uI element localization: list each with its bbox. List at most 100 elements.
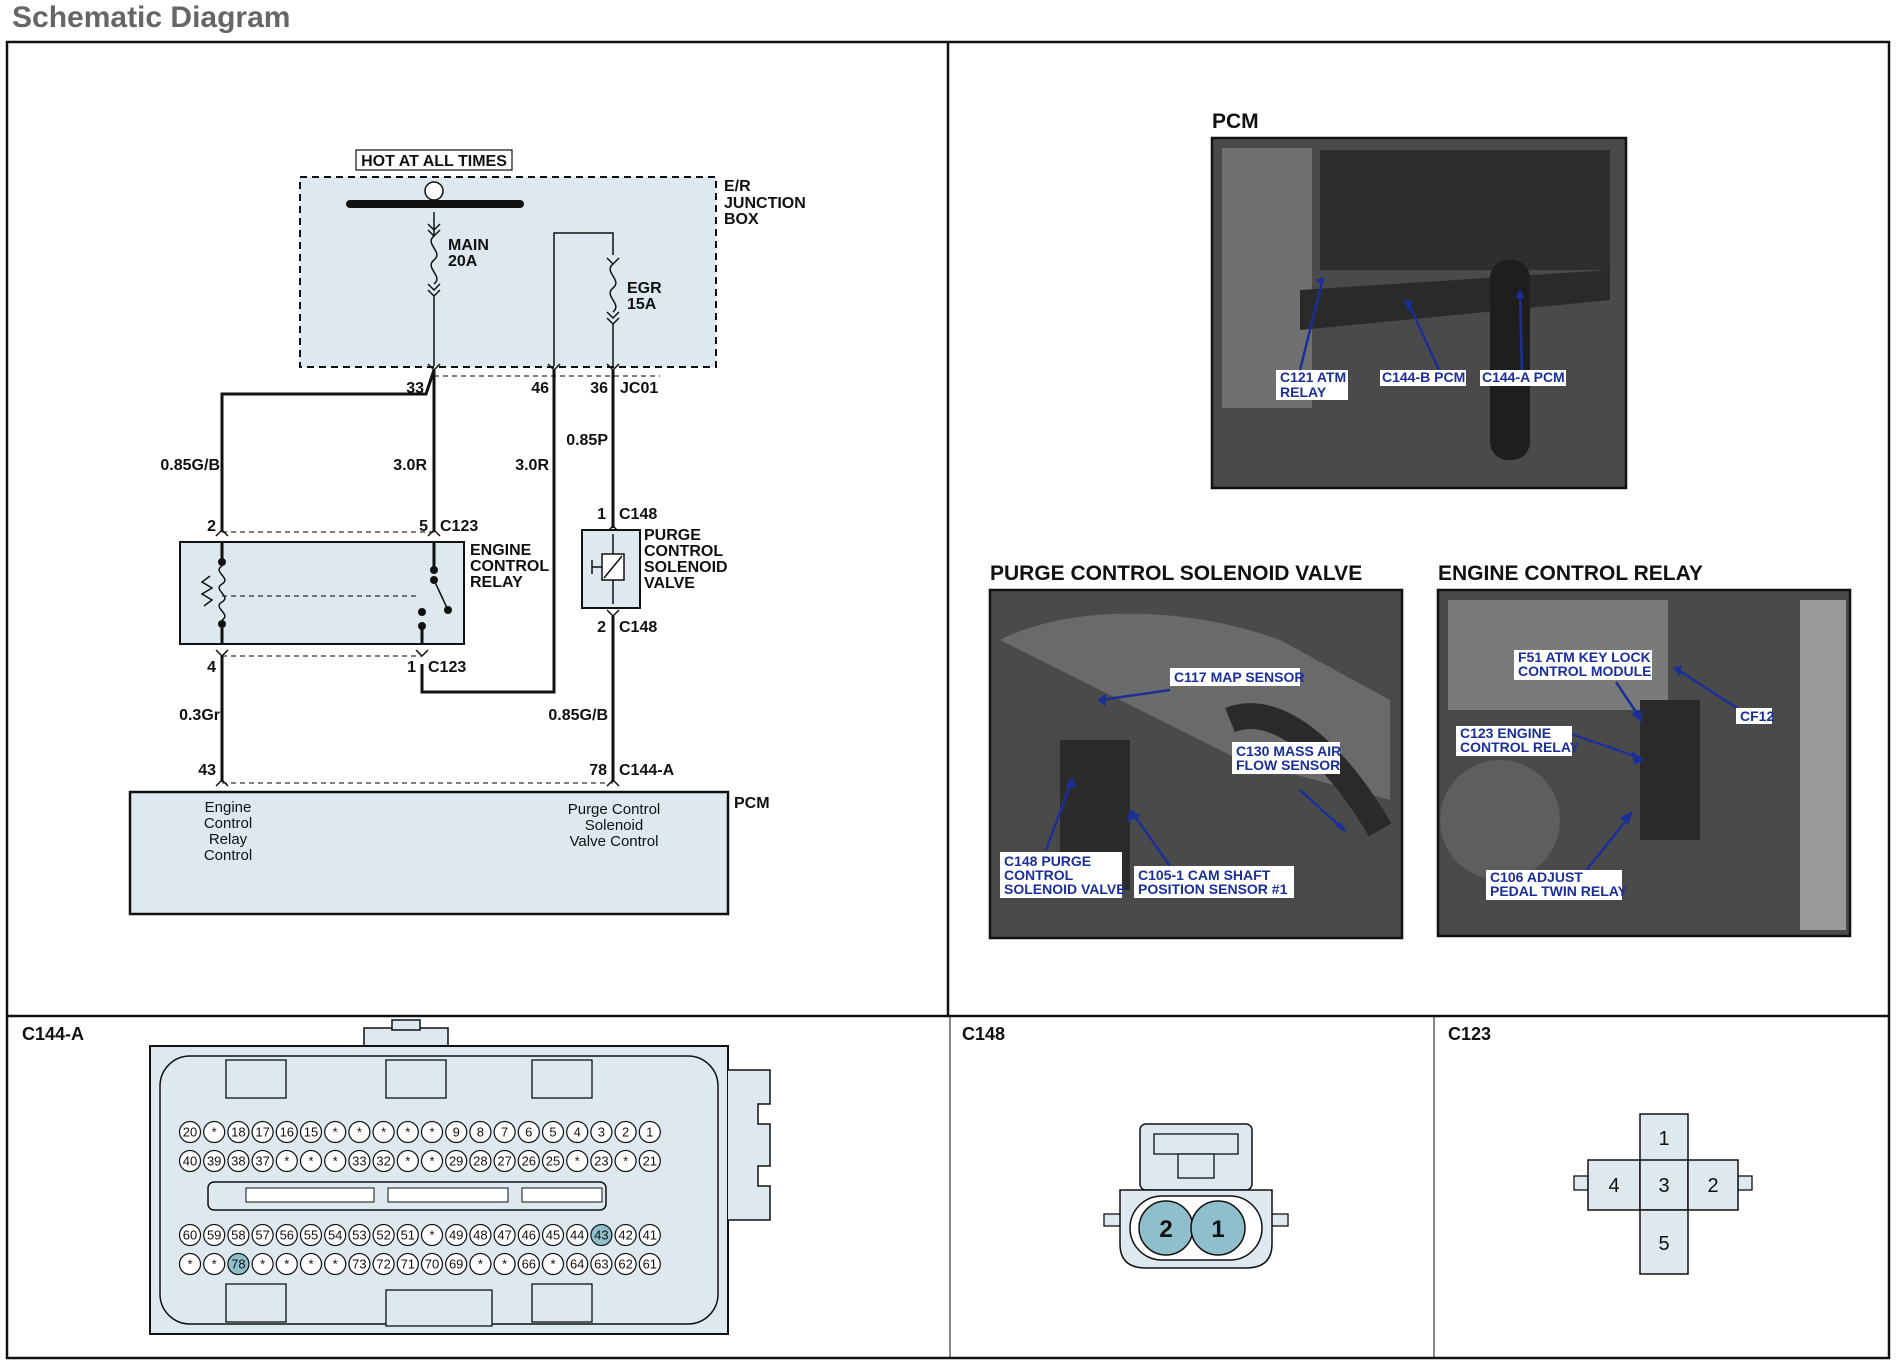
c144a-pin-circle <box>590 1120 613 1144</box>
c144a-pin-circle <box>469 1120 492 1144</box>
c144a-pin-circle <box>227 1223 250 1247</box>
purge-solenoid-valve: 1 C148 PURGE CONTROL SOLENOID VALVE 2 C1… <box>581 506 728 636</box>
c144a-pin-circle <box>275 1252 298 1276</box>
junction-box-line-2: JUNCTION <box>724 195 806 212</box>
c144a-pin-label: * <box>308 1257 313 1272</box>
c144a-pin-label: * <box>308 1154 313 1169</box>
c144a-pin-label: 53 <box>352 1228 366 1243</box>
c144a-pin-circle <box>445 1223 468 1247</box>
pcm-right-line-2: Solenoid <box>585 817 643 834</box>
c144a-pin-label: 18 <box>231 1125 245 1140</box>
callout-c117-map: C117 MAP SENSOR <box>1174 669 1304 685</box>
pcm-left-line-3: Relay <box>209 831 248 848</box>
c123-bottom-label: C123 <box>428 659 466 676</box>
c144a-pin-circle <box>493 1149 516 1173</box>
c144a-pin-circle <box>420 1223 444 1247</box>
c144a-pin-circle <box>493 1120 516 1144</box>
wire-30r-label-b: 3.0R <box>515 457 549 474</box>
c144a-pin-label: 58 <box>231 1228 245 1243</box>
c144a-pin-circle <box>372 1252 395 1276</box>
c144a-pin-label: 5 <box>549 1125 556 1140</box>
jc01-label: JC01 <box>620 380 658 397</box>
c144a-pin-circle <box>178 1120 202 1144</box>
purge-label-line-1: PURGE <box>644 527 701 544</box>
c148-top-label: C148 <box>619 506 657 523</box>
callout-f51-line-1: F51 ATM KEY LOCK <box>1518 649 1651 665</box>
c144a-pin-circle <box>203 1223 226 1247</box>
pcm-pin-43: 43 <box>198 762 216 779</box>
c144a-pin-label: 63 <box>594 1257 608 1272</box>
pcm-right-line-1: Purge Control <box>568 801 661 818</box>
c144a-pin-circle <box>275 1149 298 1173</box>
wire-085p-label: 0.85P <box>566 432 608 449</box>
c144a-pin-circle <box>178 1149 202 1173</box>
c144a-pin-circle <box>566 1120 589 1144</box>
junction-box-label: E/R JUNCTION BOX <box>724 178 806 228</box>
c144a-pin-label: 60 <box>183 1228 197 1243</box>
c144a-pin-label: 37 <box>255 1154 269 1169</box>
c144a-pin-label: * <box>357 1125 362 1140</box>
callout-f51-line-2: CONTROL MODULE <box>1518 663 1652 679</box>
c144a-pin-label: 2 <box>622 1125 629 1140</box>
c144a-pin-label: 27 <box>497 1154 511 1169</box>
egr-fuse-rating: 15A <box>627 296 657 313</box>
pin-46-label: 46 <box>531 380 549 397</box>
c144a-pin-circle <box>469 1149 492 1173</box>
c148-title: C148 <box>962 1024 1005 1044</box>
egr-fuse: EGR 15A <box>553 232 662 366</box>
callout-c121-relay: RELAY <box>1280 384 1327 400</box>
c144a-pin-circle <box>299 1223 323 1247</box>
c144a-pin-label: 23 <box>594 1154 608 1169</box>
c144a-pin-label: * <box>333 1257 338 1272</box>
c144a-pin-circle <box>638 1223 661 1247</box>
c144a-pin-circle <box>372 1120 395 1144</box>
c144a-pin-label: * <box>623 1154 628 1169</box>
c144a-pin-circle <box>614 1120 637 1144</box>
c144a-pin-circle <box>178 1223 202 1247</box>
c144a-pin-label: 41 <box>643 1228 657 1243</box>
c144a-pin-circle <box>299 1149 323 1173</box>
c144a-pin-circle <box>590 1149 613 1173</box>
pcm-right-line-3: Valve Control <box>570 833 659 850</box>
c148-pin-1-label: 1 <box>1211 1216 1224 1243</box>
callout-c148-line-1: C148 PURGE <box>1004 853 1091 869</box>
callout-c123-line-1: C123 ENGINE <box>1460 725 1551 741</box>
battery-terminal <box>424 181 444 201</box>
callout-c106-line-2: PEDAL TWIN RELAY <box>1490 883 1628 899</box>
c144a-pin-label: 17 <box>255 1125 269 1140</box>
connector-c123: C123 1 4 3 2 5 <box>1448 1024 1753 1275</box>
c144a-pin-label: 70 <box>425 1257 439 1272</box>
junction-box-line-3: BOX <box>724 211 759 228</box>
c144a-pin-circle <box>614 1223 637 1247</box>
c144a-pin-circle <box>469 1223 492 1247</box>
c144a-pin-label: 4 <box>574 1125 581 1140</box>
c144a-pin-label: 62 <box>618 1257 632 1272</box>
c144a-pin-circle <box>348 1252 371 1276</box>
c144a-pin-circle <box>469 1252 492 1276</box>
c144a-pin-circle <box>541 1252 565 1276</box>
c144a-pin-label: * <box>284 1257 289 1272</box>
c144a-pin-label: 42 <box>618 1228 632 1243</box>
c144a-pin-label: * <box>502 1257 507 1272</box>
c148-pin-1-shape <box>1190 1200 1246 1256</box>
photo-relay-title: ENGINE CONTROL RELAY <box>1438 562 1703 585</box>
c144a-pin-circle <box>517 1252 540 1276</box>
c144a-pin-label: 57 <box>255 1228 269 1243</box>
hot-label-box <box>355 149 513 171</box>
c144a-pin-label: 1 <box>646 1125 653 1140</box>
c144a-pin-label: 47 <box>497 1228 511 1243</box>
c148-pin-1: 1 <box>597 506 606 523</box>
page-title: Schematic Diagram <box>12 1 290 34</box>
c144a-pin-circle <box>566 1223 589 1247</box>
callout-c105-line-2: POSITION SENSOR #1 <box>1138 881 1288 897</box>
purge-label-line-3: SOLENOID <box>644 559 728 576</box>
c144a-pin-label: 71 <box>401 1257 415 1272</box>
c123-pin-1: 1 <box>1658 1128 1669 1150</box>
pcm-block: PCM Engine Control Relay Control Purge C… <box>128 790 770 916</box>
c144a-pin-label: 64 <box>570 1257 584 1272</box>
main-fuse-name: MAIN <box>448 237 489 254</box>
wire-03gr-label: 0.3Gr <box>179 707 220 724</box>
c148-pin-2: 2 <box>597 619 606 636</box>
c144a-pin-label: * <box>429 1154 434 1169</box>
c144a-pin-label: 25 <box>546 1154 560 1169</box>
